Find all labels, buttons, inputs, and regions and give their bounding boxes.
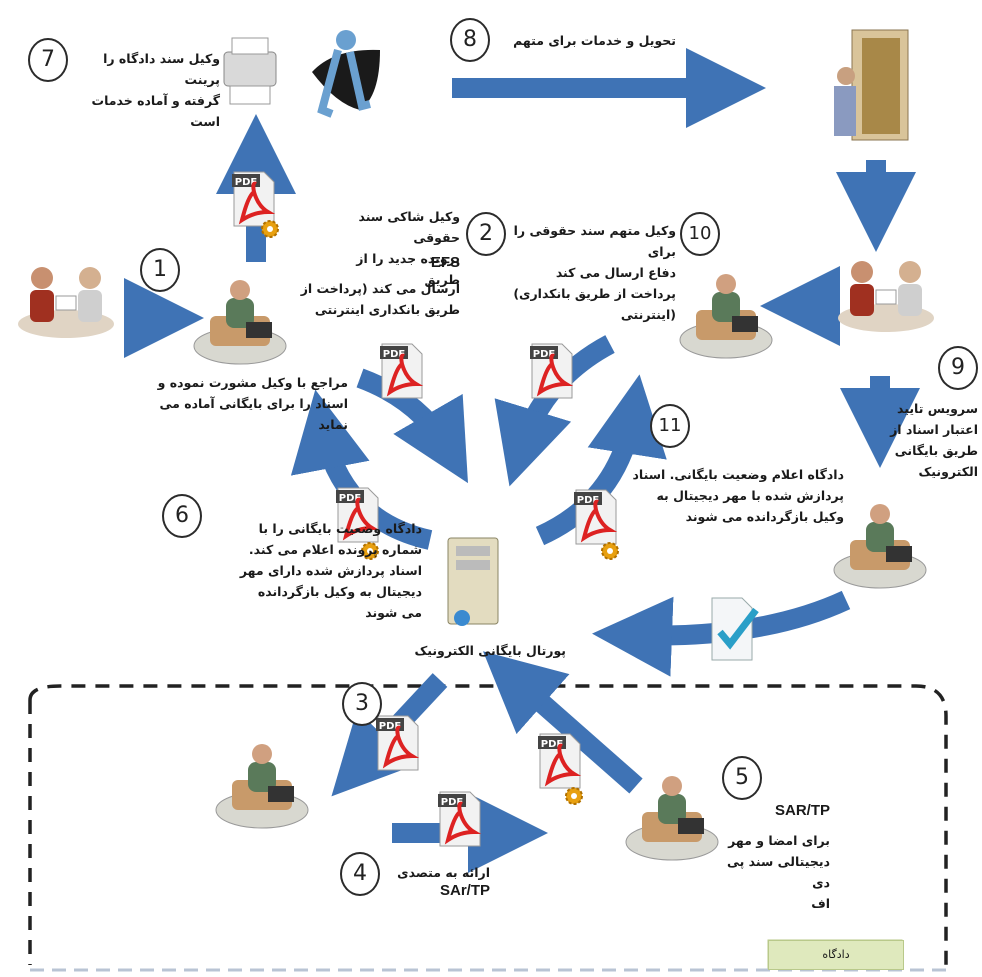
step-2-efs: EFS [430, 254, 460, 271]
step-badge-9: 9 [938, 346, 978, 390]
clerk-desk-icon [215, 743, 309, 829]
validated-document-icon [711, 597, 759, 661]
step-7-text: وکیل سند دادگاه را پرینت گرفته و آماده خ… [91, 51, 220, 129]
client-meeting-icon [17, 266, 115, 339]
step-badge-10: 10 [680, 212, 720, 256]
lawyer9-desk-icon [833, 503, 927, 589]
courier-icon [312, 30, 380, 118]
pdf-icon-step11 [572, 488, 619, 560]
lawyer10-desk-icon [679, 273, 773, 359]
step-10-text: وکیل متهم سند حقوقی را برای دفاع ارسال م… [513, 223, 676, 322]
pdf-icon-step5 [536, 732, 583, 805]
portal-label: پورتال بایگانی الکترونیک [414, 643, 566, 658]
server-icon [447, 537, 499, 626]
pdf-icon-step10 [528, 342, 574, 400]
step-5-sar: SAR/TP [774, 802, 830, 819]
pdf-icon-step2 [378, 342, 424, 400]
step-badge-1: 1 [140, 248, 180, 292]
officer-desk-icon [625, 775, 719, 861]
step-badge-11: 11 [650, 404, 690, 448]
court-label: دادگاه [768, 940, 904, 970]
step-badge-7: 7 [28, 38, 68, 82]
step-4-sar: SAr/TP [439, 882, 490, 899]
step-badge-4: 4 [340, 852, 380, 896]
step-6-text: دادگاه وضعیت بایگانی را با شماره پرونده … [239, 521, 422, 620]
lawyer1-desk-icon [193, 279, 287, 365]
step-8-text: تحویل و خدمات برای متهم [513, 33, 676, 48]
step-badge-5: 5 [722, 756, 762, 800]
arrow-11 [535, 374, 667, 546]
step-9-text: سرویس تایید اعتبار اسناد از طریق بایگانی… [890, 401, 978, 479]
court-boundary [28, 684, 948, 965]
step-1-text: مراجع با وکیل مشورت نموده و اسناد را برا… [157, 375, 348, 432]
step-11-text: دادگاه اعلام وضعیت بایگانی. اسناد پردازش… [632, 467, 845, 524]
arrow-5 [482, 651, 643, 794]
step-badge-8: 8 [450, 18, 490, 62]
pdf-icon-step4 [436, 790, 482, 848]
step-badge-3: 3 [342, 682, 382, 726]
delivery-door-icon [834, 29, 909, 141]
step-5-text: برای امضا و مهر دیجیتالی سند پی دی اف [726, 833, 830, 911]
defendant-meeting-icon [837, 260, 935, 333]
step-badge-2: 2 [466, 212, 506, 256]
step-2-text: وکیل شاکی سند حقوقی پرونده جدید را از طر… [356, 209, 460, 287]
printer-icon [223, 37, 277, 105]
step-4-text: ارائه به متصدی [397, 865, 490, 880]
pdf-icon-step3 [374, 714, 420, 772]
step-2-text-2: ارسال می کند (پرداخت از طریق بانکداری ای… [300, 281, 460, 317]
arrow-2 [356, 368, 469, 484]
step-badge-6: 6 [162, 494, 202, 538]
